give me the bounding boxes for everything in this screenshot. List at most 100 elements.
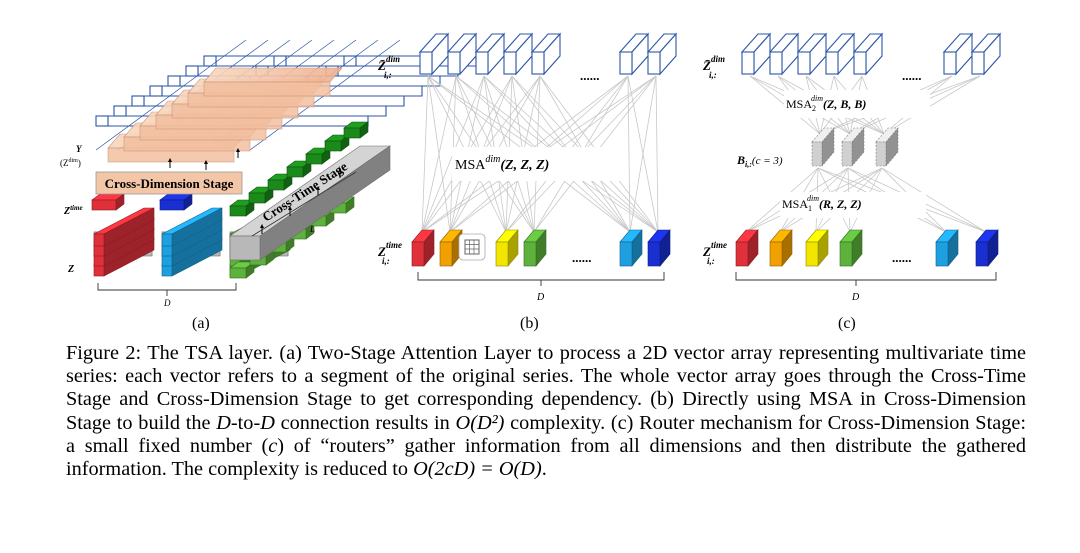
z-vector-front <box>93 233 105 247</box>
input-vector-c-front <box>735 241 749 267</box>
table-icon[interactable] <box>458 233 486 261</box>
input-vector-c <box>839 229 863 267</box>
ztime-red-front <box>91 199 117 211</box>
l-label: L <box>309 224 315 234</box>
grid-cell-front <box>131 95 145 107</box>
output-vector-front <box>447 51 461 75</box>
input-vector-front <box>523 241 537 267</box>
router-vector-side <box>885 127 899 167</box>
up-arrow-head <box>260 224 264 228</box>
input-vector <box>619 229 643 267</box>
output-vector-front <box>531 51 545 75</box>
y-label: Y <box>76 144 83 154</box>
input-vector <box>523 229 547 267</box>
cross-dim-slab <box>203 67 343 83</box>
cross-time-seg-front <box>305 153 323 165</box>
attention-line <box>421 75 429 233</box>
input-vector-c <box>735 229 759 267</box>
output-vector-c <box>796 32 828 76</box>
input-vector-c <box>769 229 793 267</box>
msa2-label: MSA2dim(Z, B, B) <box>786 94 866 113</box>
router-line-top <box>883 75 981 135</box>
output-vector-c-front <box>797 51 811 75</box>
output-vector <box>418 32 450 76</box>
d-label-a: D <box>163 298 171 308</box>
router-vector-front <box>841 141 853 167</box>
attention-line <box>421 75 457 233</box>
panel-c-tag: (c) <box>838 315 856 332</box>
output-vector <box>474 32 506 76</box>
grid-cell-side <box>337 65 459 77</box>
zdim-label: (Zdim) <box>60 158 81 168</box>
panel-a-diagram: Cross-Dimension Stage Cross-Time Stage Y… <box>60 39 477 332</box>
z-vector <box>93 207 155 247</box>
router-vector <box>875 127 899 167</box>
router-vectors <box>811 127 899 167</box>
input-vector-c-front <box>805 241 819 267</box>
output-vector-front <box>647 51 661 75</box>
cross-time-seg-front <box>286 166 304 178</box>
output-vector <box>646 32 678 76</box>
input-vector <box>647 229 671 267</box>
input-vector-c <box>805 229 829 267</box>
input-vector-c-front <box>935 241 949 267</box>
up-arrow-head <box>168 158 172 162</box>
grid-cell-front <box>273 55 287 67</box>
input-vector-front <box>439 241 453 267</box>
output-vector-c <box>942 32 974 76</box>
router-vector-front <box>811 141 823 167</box>
caption-text: Figure 2: The TSA layer. (a) Two-Stage A… <box>66 342 1026 481</box>
panel-b-tag: (b) <box>520 315 539 332</box>
l-brace <box>251 171 357 237</box>
input-vector <box>495 229 519 267</box>
up-arrow-head <box>204 160 208 164</box>
output-vector-front <box>619 51 633 75</box>
router-vector-side <box>821 127 835 167</box>
output-vector-front <box>419 51 433 75</box>
input-vector-c <box>935 229 959 267</box>
output-vector-c <box>768 32 800 76</box>
output-vector-c <box>970 32 1002 76</box>
output-vector <box>446 32 478 76</box>
output-vector-c-front <box>853 51 867 75</box>
panel-a-tag: (a) <box>192 315 210 332</box>
attention-line <box>655 75 659 233</box>
router-label: Bi,:(c = 3) <box>736 153 783 169</box>
output-vector <box>502 32 534 76</box>
router-line-bottom <box>881 167 987 233</box>
c-top-dots: ...... <box>902 68 922 83</box>
tsa-figure: Cross-Dimension Stage Cross-Time Stage Y… <box>60 32 1002 332</box>
router-vector-side <box>851 127 865 167</box>
output-vector-c-front <box>769 51 783 75</box>
cross-dimension-label: Cross-Dimension Stage <box>105 176 234 191</box>
d-brace-c <box>735 272 997 286</box>
output-vector-c-front <box>825 51 839 75</box>
output-vector-c-front <box>741 51 755 75</box>
input-vector-front <box>647 241 661 267</box>
msa1-label: MSA1dim(R, Z, Z) <box>782 194 862 213</box>
input-vector-front <box>619 241 633 267</box>
figure-caption: Figure 2: The TSA layer. (a) Two-Stage A… <box>66 342 1026 481</box>
up-arrow-head <box>288 206 292 210</box>
grid-cell-front <box>113 105 127 117</box>
z-vector-front <box>161 233 173 247</box>
grid-cell-front <box>167 75 181 87</box>
input-vector-front <box>495 241 509 267</box>
cross-time-seg <box>248 186 274 204</box>
grid-line <box>95 39 247 151</box>
cross-dimension-box <box>95 171 243 195</box>
input-vector-c-front <box>769 241 783 267</box>
ztime-blue-front <box>159 199 185 211</box>
z-label: Z <box>67 264 74 275</box>
cross-dim-slab-front <box>203 81 331 97</box>
attention-line <box>627 75 631 233</box>
output-vector-c-front <box>971 51 985 75</box>
msa1-bg <box>780 192 926 218</box>
z-vector <box>161 207 223 247</box>
time-rows <box>91 121 391 279</box>
msa-bg <box>452 147 628 181</box>
